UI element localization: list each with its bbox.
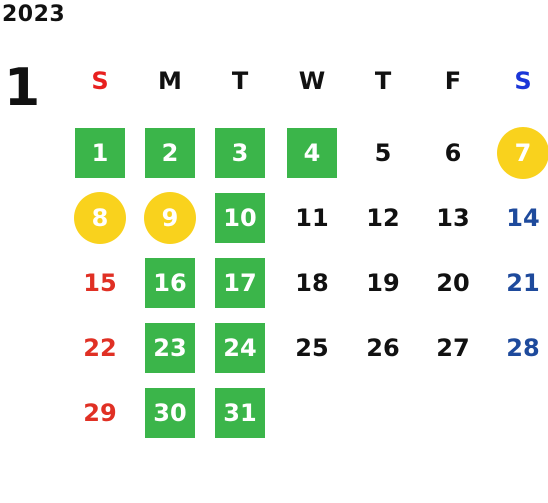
day-cell: 21 [488, 255, 548, 310]
day-cell [348, 385, 418, 440]
day-cell: 22 [65, 320, 135, 375]
day-number: 26 [366, 333, 400, 362]
day-number: 3 [215, 127, 265, 178]
day-number: 17 [215, 257, 265, 308]
day-number: 2 [145, 127, 195, 178]
day-cell: 26 [348, 320, 418, 375]
day-number [287, 388, 337, 438]
day-cell: 3 [205, 125, 275, 180]
day-number: 31 [215, 387, 265, 438]
day-cell: 4 [277, 125, 347, 180]
day-number: 16 [145, 257, 195, 308]
day-number: 23 [145, 322, 195, 373]
year-label: 2023 [2, 2, 66, 27]
weekday-wed: W [298, 67, 326, 95]
day-cell: 9 [135, 190, 205, 245]
day-number: 27 [436, 333, 470, 362]
week-row: 22 23 24 25 26 27 28 [65, 320, 548, 375]
day-number [428, 388, 478, 438]
day-cell: 20 [418, 255, 488, 310]
day-cell: 6 [418, 125, 488, 180]
day-number: 13 [436, 203, 470, 232]
day-cell [488, 385, 548, 440]
day-number: 10 [215, 192, 265, 243]
day-number: 18 [295, 268, 329, 297]
day-cell: 2 [135, 125, 205, 180]
day-number: 4 [287, 127, 337, 178]
day-cell: 17 [205, 255, 275, 310]
day-cell: 16 [135, 255, 205, 310]
day-cell: 15 [65, 255, 135, 310]
day-number: 19 [366, 268, 400, 297]
day-cell: 24 [205, 320, 275, 375]
day-number: 30 [145, 387, 195, 438]
day-cell: 13 [418, 190, 488, 245]
day-number [498, 388, 548, 438]
day-number: 20 [436, 268, 470, 297]
day-number: 12 [366, 203, 400, 232]
week-row: 29 30 31 [65, 385, 548, 440]
day-number: 7 [497, 126, 548, 179]
day-cell: 30 [135, 385, 205, 440]
day-number: 9 [144, 191, 196, 244]
weekday-tue: T [231, 67, 249, 95]
day-number: 15 [83, 268, 117, 297]
day-cell: 8 [65, 190, 135, 245]
day-number: 14 [506, 203, 540, 232]
day-number: 5 [374, 138, 392, 167]
day-cell: 27 [418, 320, 488, 375]
day-cell: 18 [277, 255, 347, 310]
day-number: 29 [83, 398, 117, 427]
day-cell [418, 385, 488, 440]
day-cell: 5 [348, 125, 418, 180]
day-number: 24 [215, 322, 265, 373]
day-cell: 11 [277, 190, 347, 245]
day-number: 28 [506, 333, 540, 362]
weekday-header-row: S M T W T F S [65, 56, 548, 106]
day-number [358, 388, 408, 438]
day-cell: 7 [488, 125, 548, 180]
weekday-thu: T [374, 67, 392, 95]
day-cell: 31 [205, 385, 275, 440]
day-cell: 23 [135, 320, 205, 375]
day-number: 8 [74, 191, 126, 244]
day-cell: 19 [348, 255, 418, 310]
day-number: 1 [75, 127, 125, 178]
day-number: 6 [444, 138, 462, 167]
weekday-sun: S [91, 67, 109, 95]
day-number: 11 [295, 203, 329, 232]
week-row: 15 16 17 18 19 20 21 [65, 255, 548, 310]
day-cell: 14 [488, 190, 548, 245]
day-number: 21 [506, 268, 540, 297]
day-cell: 25 [277, 320, 347, 375]
weekday-mon: M [158, 67, 182, 95]
day-cell: 12 [348, 190, 418, 245]
day-cell: 1 [65, 125, 135, 180]
day-number: 22 [83, 333, 117, 362]
day-cell: 28 [488, 320, 548, 375]
weekday-sat: S [514, 67, 532, 95]
month-label: 1 [4, 58, 41, 118]
weekday-fri: F [444, 67, 462, 95]
day-cell: 29 [65, 385, 135, 440]
day-cell [277, 385, 347, 440]
day-cell: 10 [205, 190, 275, 245]
day-number: 25 [295, 333, 329, 362]
